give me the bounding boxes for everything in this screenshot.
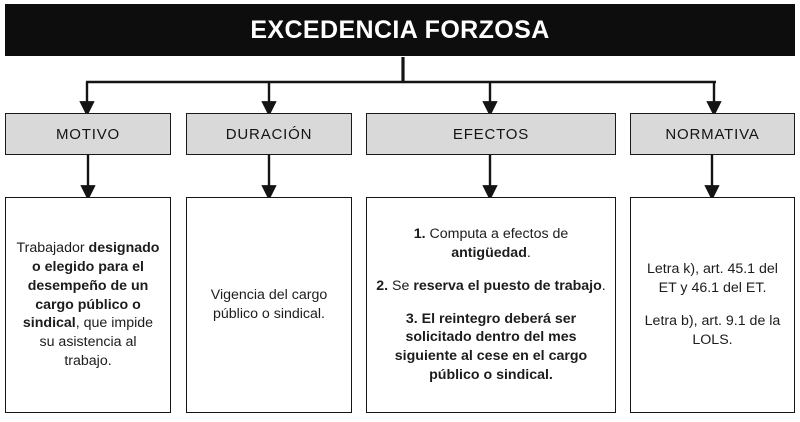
text-run: . — [526, 244, 531, 261]
content-paragraph: Letra k), art. 45.1 del ET y 46.1 del ET… — [639, 260, 786, 298]
header-box-duracion: DURACIÓN — [186, 113, 352, 155]
header-label-motivo: MOTIVO — [56, 125, 120, 143]
content-paragraph: Vigencia del cargo público o sindical. — [195, 286, 343, 324]
text-run: 2. — [376, 277, 389, 294]
content-paragraph: 3. El reintegro deberá ser solicitado de… — [375, 310, 607, 386]
content-box-duracion: Vigencia del cargo público o sindical. — [186, 197, 352, 413]
text-run: antigüedad — [451, 244, 527, 261]
header-label-efectos: EFECTOS — [452, 125, 530, 143]
content-paragraph: 2. Se reserva el puesto de trabajo. — [375, 277, 607, 296]
content-paragraph: Trabajador designado o elegido para el d… — [14, 239, 162, 371]
text-run: designado o elegido para el desempeño de… — [22, 239, 160, 332]
text-run: Trabajador — [16, 239, 89, 256]
header-box-motivo: MOTIVO — [5, 113, 171, 155]
content-paragraph: 1. Computa a efectos de antigüedad. — [375, 225, 607, 263]
text-run: . — [601, 277, 606, 294]
header-box-normativa: NORMATIVA — [630, 113, 795, 155]
diagram-title-bar: EXCEDENCIA FORZOSA — [5, 4, 795, 56]
header-label-normativa: NORMATIVA — [665, 125, 760, 143]
header-label-duracion: DURACIÓN — [225, 125, 313, 143]
text-run: Se — [388, 277, 414, 294]
text-run: Letra b), art. 9.1 de la LOLS. — [644, 313, 781, 348]
text-run: Computa a efectos de — [425, 225, 569, 242]
header-box-efectos: EFECTOS — [366, 113, 616, 155]
text-run: Letra k), art. 45.1 del ET y 46.1 del ET… — [647, 261, 778, 297]
text-run: , que impide su asistencia al trabajo. — [39, 315, 154, 370]
text-run: 3. El reintegro deberá ser solicitado de… — [394, 310, 588, 384]
content-paragraph: Letra b), art. 9.1 de la LOLS. — [639, 312, 786, 350]
page-title: EXCEDENCIA FORZOSA — [250, 15, 550, 44]
content-box-normativa: Letra k), art. 45.1 del ET y 46.1 del ET… — [630, 197, 795, 413]
text-run: reserva el puesto de trabajo — [413, 277, 602, 294]
content-box-motivo: Trabajador designado o elegido para el d… — [5, 197, 171, 413]
content-box-efectos: 1. Computa a efectos de antigüedad.2. Se… — [366, 197, 616, 413]
text-run: Vigencia del cargo público o sindical. — [210, 287, 328, 322]
text-run: 1. — [413, 225, 426, 242]
